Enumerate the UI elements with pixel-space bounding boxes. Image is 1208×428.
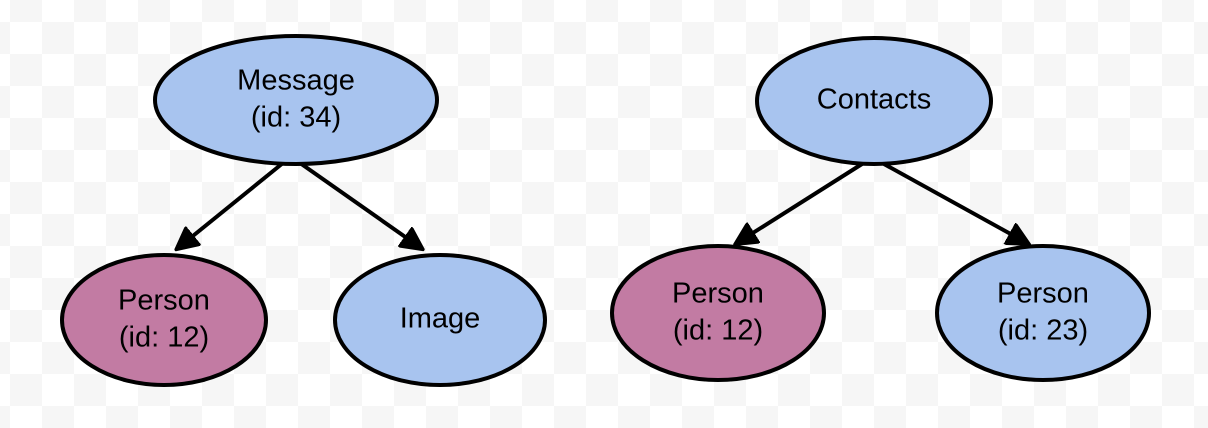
node-image-ellipse[interactable]: [333, 253, 547, 387]
node-person-12-right-label-line1: Person: [672, 278, 764, 310]
node-person-23-label-line2: (id: 23): [998, 315, 1088, 347]
node-person-12-left-ellipse[interactable]: [60, 253, 268, 387]
node-person-12-right[interactable]: Person (id: 12): [610, 244, 826, 382]
node-image[interactable]: Image: [333, 253, 547, 387]
node-person-12-right-ellipse[interactable]: [610, 244, 826, 382]
node-contacts[interactable]: Contacts: [755, 36, 993, 166]
node-person-12-left[interactable]: Person (id: 12): [60, 253, 268, 387]
node-message-34-label-line1: Message: [237, 65, 355, 97]
nodes-group: Message (id: 34) Person (id: 12) Image C…: [60, 34, 1151, 387]
node-person-23[interactable]: Person (id: 23): [935, 244, 1151, 382]
node-person-12-right-label-line2: (id: 12): [673, 315, 763, 347]
node-image-label-line1: Image: [400, 303, 481, 335]
node-contacts-label-line1: Contacts: [817, 84, 931, 116]
edges-group: [178, 161, 1027, 248]
edge-contacts-to-person23: [883, 162, 1027, 243]
edge-message-to-image: [298, 161, 421, 248]
node-message-34-ellipse[interactable]: [153, 34, 439, 166]
node-person-12-left-label-line1: Person: [118, 285, 210, 317]
node-person-12-left-label-line2: (id: 12): [119, 322, 209, 354]
node-person-23-ellipse[interactable]: [935, 244, 1151, 382]
node-contacts-ellipse[interactable]: [755, 36, 993, 166]
edge-contacts-to-person12: [737, 162, 864, 243]
node-message-34[interactable]: Message (id: 34): [153, 34, 439, 166]
node-message-34-label-line2: (id: 34): [251, 102, 341, 134]
edge-message-to-person12: [178, 161, 285, 248]
node-person-23-label-line1: Person: [997, 278, 1089, 310]
